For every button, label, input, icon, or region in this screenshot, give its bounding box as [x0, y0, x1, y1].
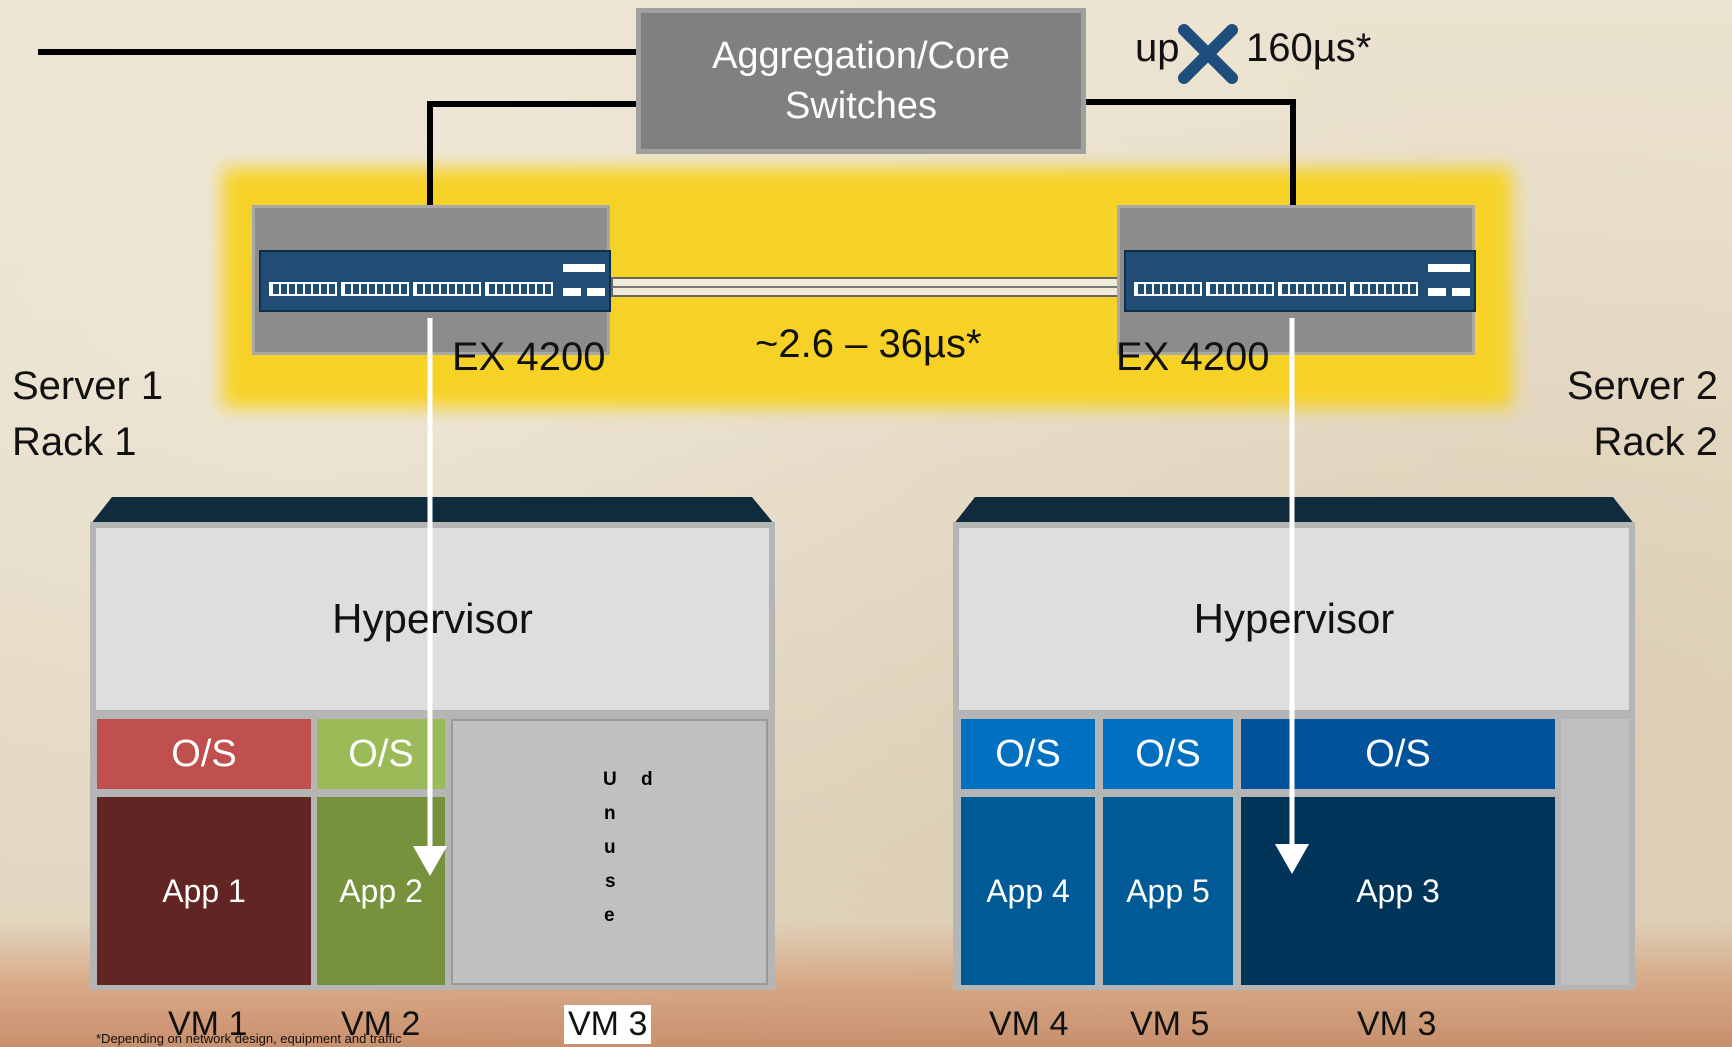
server2-unused-slot	[1561, 719, 1629, 985]
server2-label: Server 2 Rack 2	[1567, 358, 1718, 470]
vm5-app: App 5	[1103, 797, 1233, 985]
down-arrow-icon	[1275, 318, 1309, 874]
vm4-os: O/S	[961, 719, 1095, 789]
latency-top-prefix: up	[1135, 26, 1180, 70]
switch-left-label: EX 4200	[452, 335, 606, 379]
unused-letter: e	[604, 905, 615, 926]
unused-letter: d	[641, 769, 653, 790]
server1-label: Server 1 Rack 1	[12, 358, 163, 470]
switch-right-label: EX 4200	[1116, 335, 1270, 379]
footnote: *Depending on network design, equipment …	[96, 1031, 402, 1046]
unused-letter: U	[603, 769, 617, 790]
vm-label: VM 2	[341, 1005, 421, 1043]
vm3-unused-block: U d n u s e	[451, 719, 768, 985]
right-uplink-line	[1085, 99, 1296, 210]
vm2-os: O/S	[317, 719, 445, 789]
unused-letter: s	[605, 871, 616, 892]
vm-label: VM 3	[564, 1005, 652, 1044]
unused-letter: u	[604, 837, 616, 858]
vm5-os: O/S	[1103, 719, 1233, 789]
vm4-app: App 4	[961, 797, 1095, 985]
crossed-out-icon	[1178, 24, 1238, 84]
vm1-app: App 1	[97, 797, 311, 985]
vm2-app: App 2	[317, 797, 445, 985]
aggregation-label-line1: Aggregation/Core	[712, 35, 1010, 77]
vm-label: VM 3	[1357, 1005, 1437, 1043]
server2-line2: Rack 2	[1593, 420, 1719, 464]
vm-label: VM 4	[989, 1005, 1069, 1043]
ex4200-switch-right	[1117, 205, 1476, 355]
vm-label: VM 5	[1130, 1005, 1210, 1043]
vm-label: VM 1	[168, 1005, 248, 1043]
server1-line2: Rack 1	[12, 420, 137, 464]
server2-line1: Server 2	[1566, 364, 1718, 408]
aggregation-label-line2: Switches	[784, 85, 938, 127]
latency-middle: ~2.6 – 36µs*	[755, 322, 982, 366]
switch-port-panel	[259, 250, 611, 312]
unused-letter: n	[604, 803, 616, 824]
vm1-os: O/S	[97, 719, 311, 789]
server1-line1: Server 1	[12, 364, 164, 408]
latency-top-suffix: 160µs*	[1246, 26, 1372, 70]
switch-port-panel	[1124, 250, 1476, 312]
down-arrow-icon	[413, 318, 447, 876]
left-uplink-line	[427, 101, 640, 210]
aggregation-core-switch-box: Aggregation/Core Switches	[636, 8, 1086, 154]
